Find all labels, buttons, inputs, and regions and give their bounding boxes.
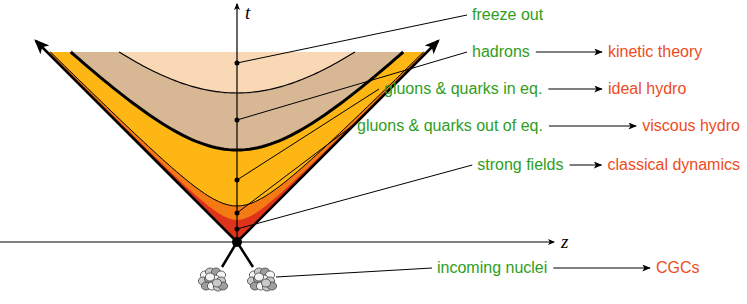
model-label: viscous hydro [640, 116, 742, 135]
stage-label: gluons & quarks in eq. [382, 79, 544, 98]
label-text: incoming nuclei [437, 258, 547, 277]
nucleon [205, 273, 214, 281]
label-text: ideal hydro [608, 79, 686, 98]
nucleon [254, 273, 263, 281]
label-text: hadrons [472, 42, 530, 61]
stage-label: gluons & quarks out of eq. [355, 116, 545, 135]
leader-lines [237, 15, 472, 277]
leader-dot [235, 227, 240, 232]
arrow-connector [548, 88, 602, 89]
nucleon [261, 279, 270, 287]
light-cone-line [237, 41, 438, 242]
label-text: gluons & quarks out of eq. [357, 116, 543, 135]
arrow-connector [553, 267, 650, 268]
leader-dot [235, 211, 240, 216]
axis-label: t [245, 3, 250, 24]
model-label: classical dynamics [606, 155, 742, 174]
model-label: ideal hydro [606, 79, 688, 98]
leader-line [237, 15, 467, 63]
label-text: strong fields [477, 155, 563, 174]
stage-label: strong fields [475, 155, 565, 174]
nucleon [212, 279, 221, 287]
nucleus-figure [247, 268, 276, 291]
model-label: kinetic theory [606, 42, 704, 61]
label-text: viscous hydro [642, 116, 740, 135]
leader-line [237, 165, 472, 229]
leader-line [237, 89, 379, 180]
model-label: CGCs [654, 258, 702, 277]
label-text: freeze out [472, 5, 543, 24]
leader-dots [235, 61, 240, 232]
axis-label: z [561, 232, 568, 253]
label-text: CGCs [656, 258, 700, 277]
z-axis [0, 241, 554, 242]
stage-label: hadrons [470, 42, 532, 61]
leader-line [237, 126, 352, 213]
leader-dot [235, 61, 240, 66]
leader-dot [235, 118, 240, 123]
label-text: classical dynamics [608, 155, 740, 174]
leader-line [276, 268, 432, 277]
arrow-connector [549, 125, 636, 126]
t-axis [236, 4, 237, 242]
collision-point [232, 237, 242, 247]
nucleus-figure [198, 268, 227, 291]
label-text: gluons & quarks in eq. [384, 79, 542, 98]
label-text: kinetic theory [608, 42, 702, 61]
light-cone-line [36, 41, 237, 242]
arrow-connector [536, 51, 602, 52]
arrow-connector [570, 164, 602, 165]
stage-label: incoming nuclei [435, 258, 549, 277]
leader-dot [235, 178, 240, 183]
stage-label: freeze out [470, 5, 545, 24]
